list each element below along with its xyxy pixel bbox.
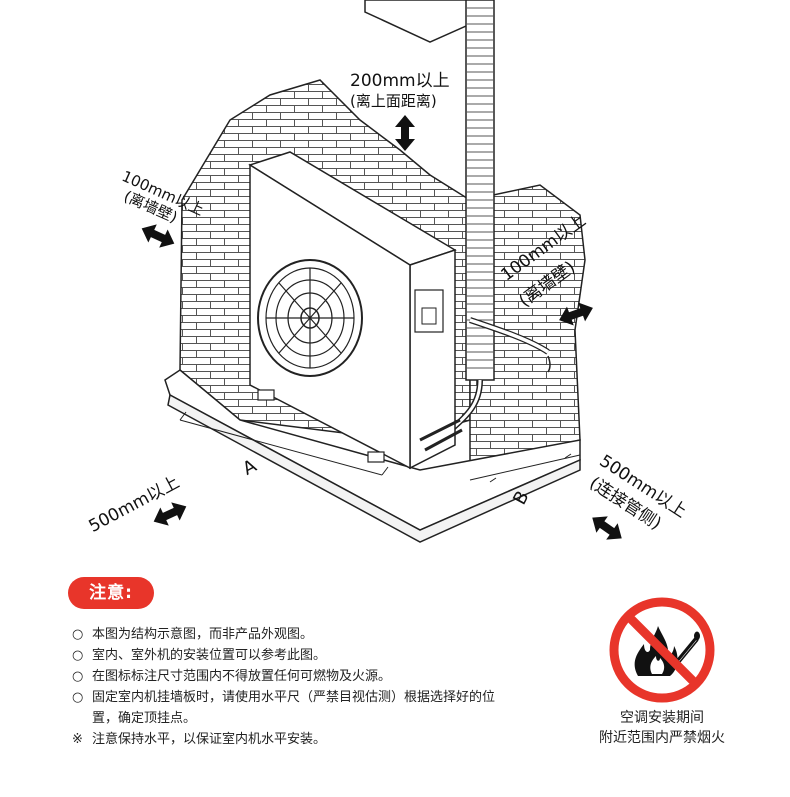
vertical-pipe bbox=[437, 0, 551, 443]
notice-list: ○ 本图为结构示意图，而非产品外观图。 ○ 室内、室外机的安装位置可以参考此图。 ○ 在图… bbox=[72, 624, 512, 750]
notice-title-badge: 注意: bbox=[68, 577, 154, 609]
double-arrow-icon bbox=[586, 509, 628, 547]
notice-item: ○ 在图标标注尺寸范围内不得放置任何可燃物及火源。 bbox=[72, 666, 512, 687]
no-fire-sign-icon bbox=[609, 597, 715, 703]
notice-item: ○ 室内、室外机的安装位置可以参考此图。 bbox=[72, 645, 512, 666]
notice-item-marker: ○ bbox=[72, 690, 84, 705]
top-clearance-label: 200mm以上 bbox=[350, 71, 450, 91]
sign-caption: 空调安装期间 附近范围内严禁烟火 bbox=[576, 708, 748, 748]
ceiling-slab bbox=[364, 0, 476, 43]
notice-item-text: 固定室内机挂墙板时，请使用水平尺（严禁目视估测）根据选择好的位置，确定顶挂点。 bbox=[92, 690, 496, 726]
installation-diagram bbox=[137, 0, 628, 547]
double-arrow-icon bbox=[395, 115, 415, 151]
notice-item: ※ 注意保持水平，以保证室内机水平安装。 bbox=[72, 729, 512, 750]
sign-caption-line1: 空调安装期间 bbox=[620, 710, 704, 726]
dimension-a bbox=[179, 411, 389, 476]
notice-item-marker: ※ bbox=[72, 732, 83, 747]
notice-item-text: 室内、室外机的安装位置可以参考此图。 bbox=[92, 648, 327, 663]
fan-icon bbox=[257, 259, 363, 377]
notice-item-marker: ○ bbox=[72, 627, 84, 642]
notice-item-text: 在图标标注尺寸范围内不得放置任何可燃物及火源。 bbox=[92, 669, 392, 684]
notice-item-text: 本图为结构示意图，而非产品外观图。 bbox=[92, 627, 314, 642]
notice-item-marker: ○ bbox=[72, 648, 84, 663]
dimension-b bbox=[469, 453, 581, 483]
notice-item: ○ 本图为结构示意图，而非产品外观图。 bbox=[72, 624, 512, 645]
notice-item: ○ 固定室内机挂墙板时，请使用水平尺（严禁目视估测）根据选择好的位置，确定顶挂点。 bbox=[72, 687, 512, 729]
notice-item-marker: ○ bbox=[72, 669, 84, 684]
top-clearance-note: (离上面距离) bbox=[350, 92, 437, 110]
notice-item-text: 注意保持水平，以保证室内机水平安装。 bbox=[92, 732, 327, 747]
sign-caption-line2: 附近范围内严禁烟火 bbox=[599, 730, 725, 746]
